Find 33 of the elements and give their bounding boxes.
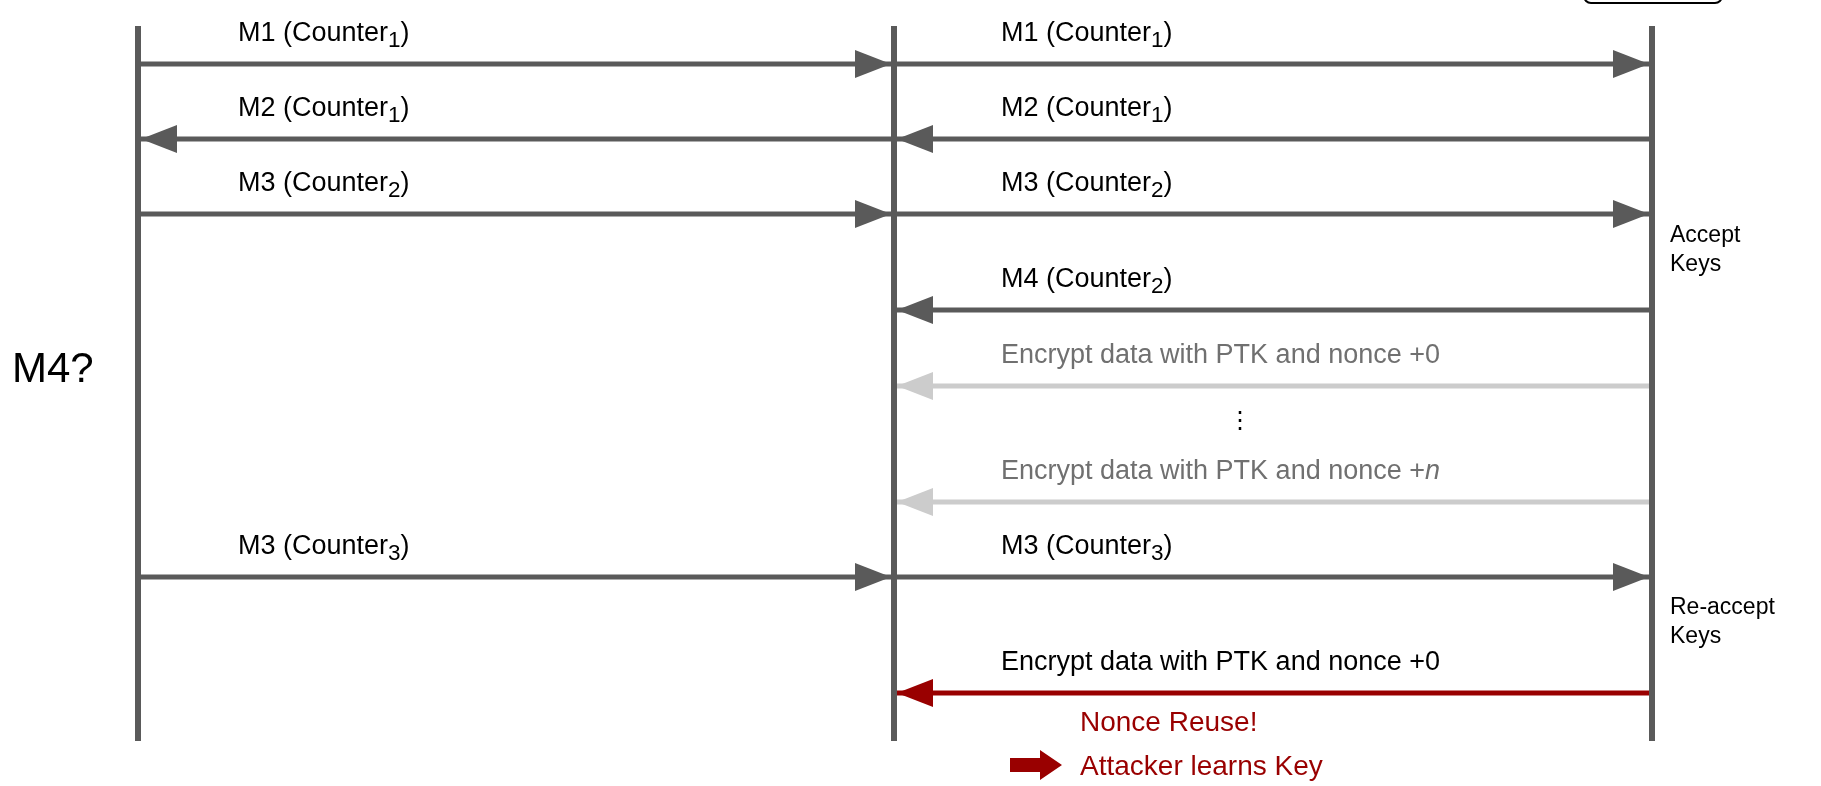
warning-text: Nonce Reuse!: [1080, 705, 1258, 739]
edge-label: M3 (Counter$_{3}$): [1001, 529, 1173, 567]
lifeline: [1649, 26, 1655, 741]
edge-label: M4 (Counter$_{2}$): [1001, 262, 1173, 300]
arrow: [897, 296, 1649, 324]
arrow: [141, 200, 891, 228]
lifeline: [135, 26, 141, 741]
lifeline: [891, 26, 897, 741]
status-note: Accept Keys: [1670, 220, 1742, 278]
ellipsis: ⋮: [1228, 405, 1252, 435]
arrow: [897, 679, 1649, 707]
edge-label: M1 (Counter$_{1}$): [1001, 16, 1173, 54]
arrow: [141, 50, 891, 78]
arrow: [897, 50, 1649, 78]
edge-label: M1 (Counter$_{1}$): [238, 16, 410, 54]
arrow: [897, 563, 1649, 591]
edge-label: M3 (Counter$_{2}$): [238, 166, 410, 204]
edge-label: M3 (Counter$_{3}$): [238, 529, 410, 567]
arrow: [897, 488, 1649, 516]
edge-label: Encrypt data with PTK and nonce +n: [1001, 454, 1441, 487]
arrow: [897, 372, 1649, 400]
warning-text: Attacker learns Key: [1080, 749, 1323, 783]
question-label: M4?: [12, 343, 94, 393]
arrow: [141, 563, 891, 591]
edge-label: Encrypt data with PTK and nonce +0: [1001, 645, 1440, 678]
edge-label: M2 (Counter$_{1}$): [1001, 91, 1173, 129]
arrow: [897, 200, 1649, 228]
edge-label: M2 (Counter$_{1}$): [238, 91, 410, 129]
arrow: [897, 125, 1649, 153]
edge-label: Encrypt data with PTK and nonce +0: [1001, 338, 1440, 371]
arrow: [141, 125, 891, 153]
edge-label: M3 (Counter$_{2}$): [1001, 166, 1173, 204]
status-note: Re-accept Keys: [1670, 592, 1776, 650]
